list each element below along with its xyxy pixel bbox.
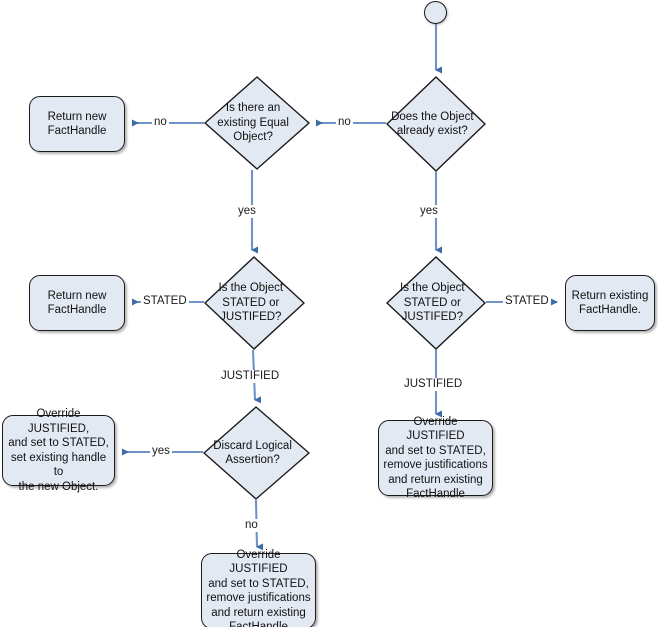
decision-stated-or-justified-right[interactable]: Is the Object STATED or JUSTIFED? [386, 256, 486, 350]
decision-label-line3: JUSTIFED? [401, 311, 463, 324]
process-label-line1: Override JUSTIFIED [229, 548, 288, 576]
decision-label-line1: Does the Object [391, 110, 474, 123]
process-label-line2: FactHandle. [578, 304, 641, 316]
process-label-line2: and set to STATED, [8, 437, 109, 449]
process-label-line1: Return new [47, 110, 107, 123]
edge-label-d1-yes: yes [418, 205, 440, 218]
diamond-shape [203, 406, 310, 500]
decision-label-line2: STATED or [222, 296, 280, 309]
diamond-shape [386, 76, 486, 172]
edge-label-d2-yes: yes [236, 205, 258, 218]
process-return-existing-facthandle[interactable]: Return existing FactHandle. [565, 275, 655, 331]
decision-label-line1: Is the Object [400, 282, 465, 295]
decision-label-line1: Is the Object [218, 282, 284, 295]
edge-label-d4-stated: STATED [503, 295, 551, 308]
diamond-shape [204, 76, 310, 170]
process-override-justified-remove-justifications-right[interactable]: Override JUSTIFIED and set to STATED, re… [378, 416, 493, 500]
edge-label-d2-no: no [152, 116, 169, 129]
decision-existing-equal-object[interactable]: Is there an existing Equal Object? [204, 76, 310, 170]
process-label-line4: and return existing [388, 473, 483, 486]
edge-label-d1-no: no [336, 116, 353, 129]
start-node[interactable] [424, 1, 447, 24]
process-label-line4: and return existing [211, 606, 306, 619]
process-label-line2: FactHandle [47, 125, 107, 137]
decision-label: Is the Object STATED or JUSTIFED? [386, 256, 486, 350]
process-label-line2: FactHandle [47, 304, 107, 316]
decision-stated-or-justified-left[interactable]: Is the Object STATED or JUSTIFED? [204, 256, 305, 350]
edge-label-d3-justified: JUSTIFIED [219, 370, 282, 383]
edge-label-d3-stated: STATED [141, 295, 189, 308]
process-override-justified-set-existing-handle[interactable]: Override JUSTIFIED, and set to STATED, s… [2, 408, 115, 493]
decision-label-line2: STATED or [403, 296, 461, 309]
process-return-new-facthandle-top[interactable]: Return new FactHandle [29, 96, 125, 152]
edge-label-d5-yes: yes [150, 445, 172, 458]
decision-object-already-exists[interactable]: Does the Object already exist? [386, 76, 486, 172]
decision-label-line1: Discard Logical [213, 439, 292, 452]
decision-label: Is the Object STATED or JUSTIFED? [204, 256, 305, 350]
decision-label: Discard Logical Assertion? [203, 406, 310, 500]
process-label-line2: and set to STATED, [385, 444, 486, 457]
edge-label-d5-no: no [243, 519, 260, 532]
decision-label-line3: JUSTIFED? [220, 311, 282, 324]
process-label-line5: FactHandle [229, 621, 288, 627]
decision-label-line3: Object? [233, 131, 273, 144]
decision-label: Does the Object already exist? [386, 76, 486, 172]
process-label-line3: remove justifications [206, 592, 311, 604]
process-label-line3: set existing handle to [10, 451, 107, 479]
process-label-line4: the new Object. [18, 480, 99, 493]
process-label-line3: remove justifications [383, 459, 488, 471]
decision-label-line2: already exist? [396, 125, 468, 137]
decision-discard-logical-assertion[interactable]: Discard Logical Assertion? [203, 406, 310, 500]
process-label-line5: FactHandle [406, 488, 465, 500]
process-label-line2: and set to STATED, [208, 577, 309, 590]
diamond-shape [204, 256, 305, 350]
process-override-justified-remove-justifications-bottom[interactable]: Override JUSTIFIED and set to STATED, re… [201, 549, 316, 627]
process-label-line1: Return existing [571, 289, 649, 302]
decision-label: Is there an existing Equal Object? [204, 76, 310, 170]
decision-label-line2: existing Equal [217, 116, 289, 129]
edge-label-d4-justified: JUSTIFIED [402, 378, 465, 391]
process-label-line1: Override JUSTIFIED [406, 415, 465, 443]
decision-label-line2: Assertion? [225, 454, 280, 466]
decision-label-line1: Is there an [225, 102, 281, 115]
diamond-shape [386, 256, 486, 350]
process-label-line1: Return new [47, 289, 107, 302]
process-return-new-facthandle-middle[interactable]: Return new FactHandle [29, 275, 125, 331]
process-label-line1: Override JUSTIFIED, [27, 408, 90, 435]
